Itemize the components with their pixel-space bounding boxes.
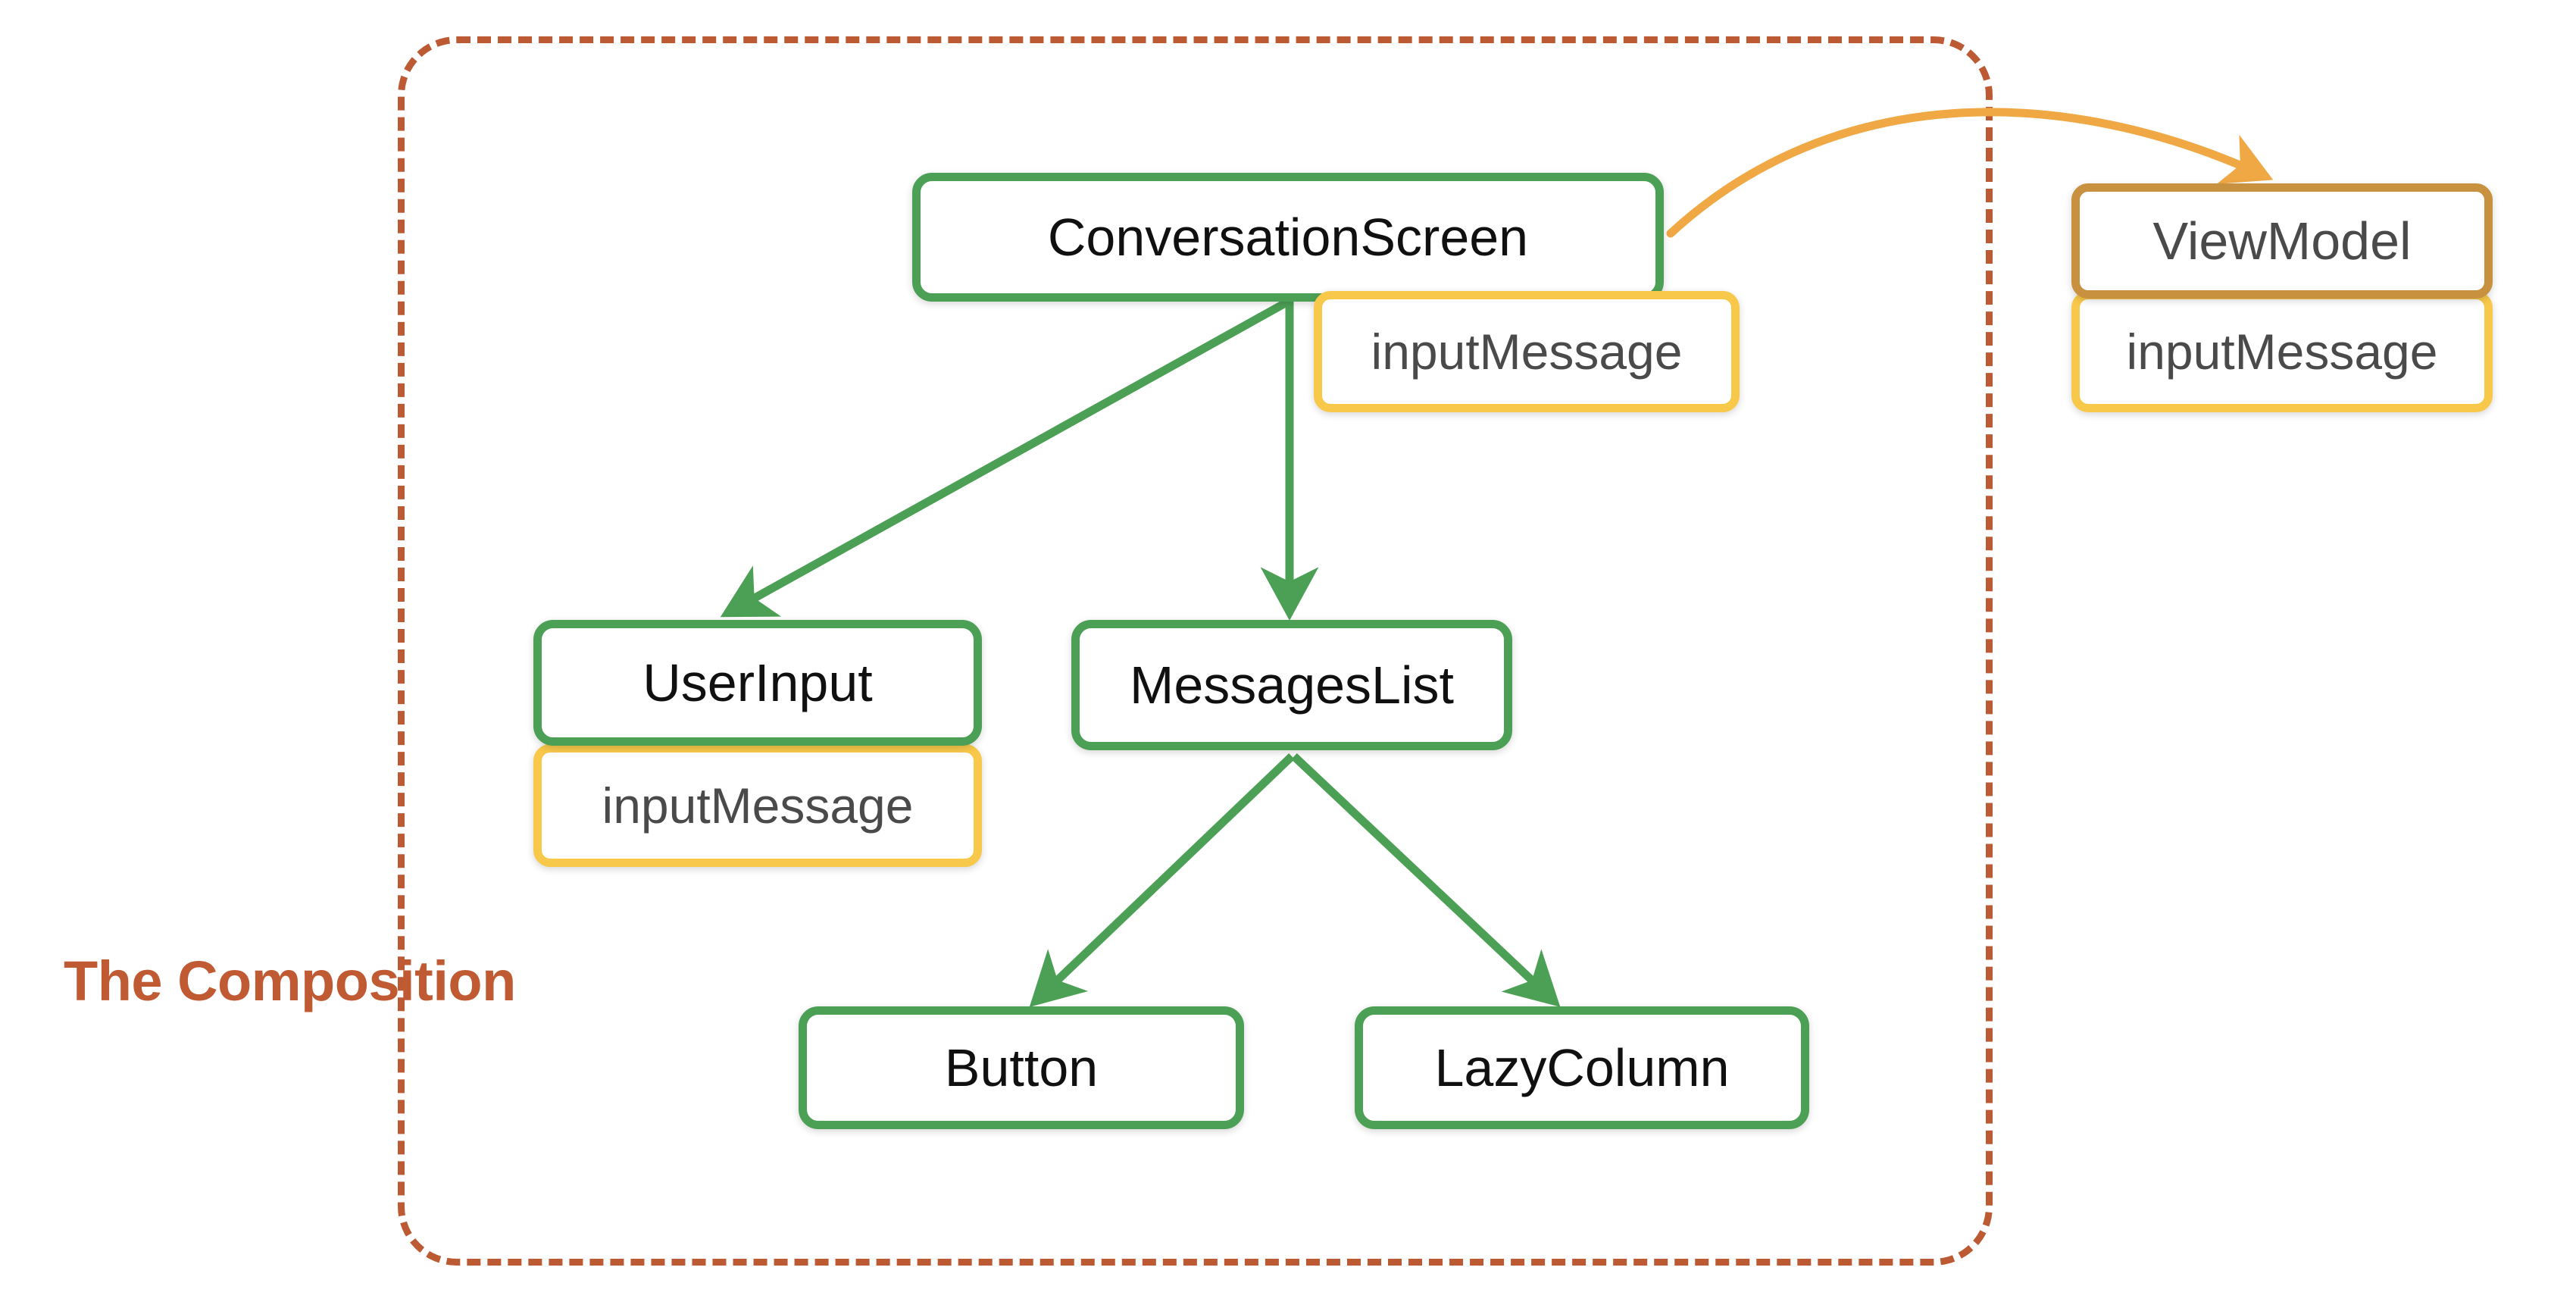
node-view-model-label: ViewModel: [2152, 211, 2412, 271]
node-user-input-label: UserInput: [642, 653, 873, 712]
node-button[interactable]: Button: [799, 1006, 1244, 1129]
node-lazy-column-label: LazyColumn: [1434, 1038, 1730, 1097]
node-conversation-screen-label: ConversationScreen: [1047, 208, 1529, 267]
state-conversation-screen-input-message[interactable]: inputMessage: [1314, 291, 1740, 412]
state-user-input-input-message[interactable]: inputMessage: [533, 744, 982, 867]
node-conversation-screen[interactable]: ConversationScreen: [912, 173, 1664, 302]
state-view-model-input-message[interactable]: inputMessage: [2071, 291, 2493, 412]
composition-title: The Composition: [64, 950, 516, 1012]
composition-boundary: [398, 36, 1993, 1266]
node-view-model[interactable]: ViewModel: [2071, 183, 2493, 299]
state-conversation-screen-input-message-label: inputMessage: [1371, 324, 1683, 380]
node-messages-list[interactable]: MessagesList: [1071, 620, 1512, 750]
node-user-input[interactable]: UserInput: [533, 620, 982, 746]
node-button-label: Button: [944, 1038, 1099, 1097]
node-lazy-column[interactable]: LazyColumn: [1355, 1006, 1809, 1129]
state-view-model-input-message-label: inputMessage: [2126, 324, 2438, 380]
node-messages-list-label: MessagesList: [1130, 656, 1454, 715]
state-user-input-input-message-label: inputMessage: [602, 778, 914, 834]
